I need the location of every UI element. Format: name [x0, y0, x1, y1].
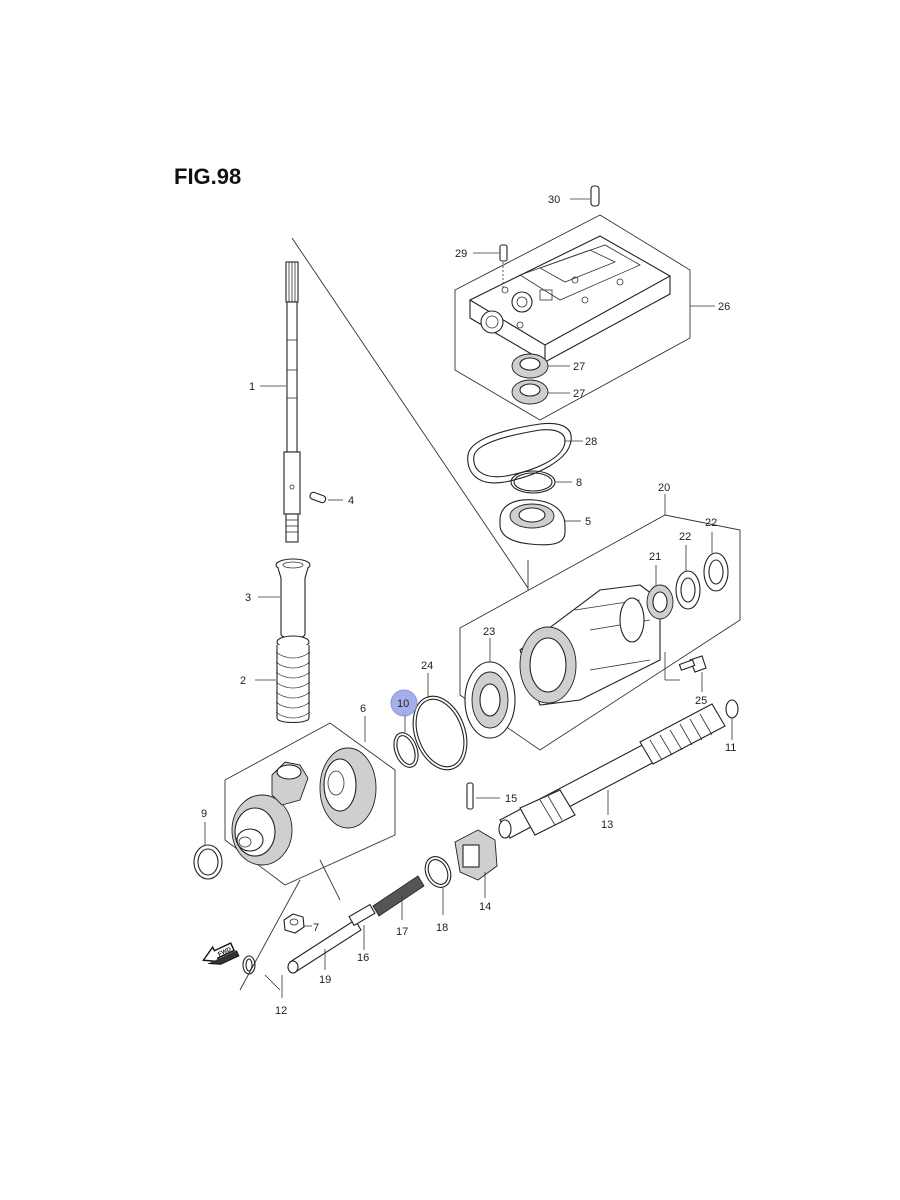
assembly-guide-lines: [239, 237, 529, 991]
callout-18: 18: [436, 922, 448, 934]
part-19-rod: [287, 919, 362, 974]
part-7-nut: [283, 913, 312, 934]
callout-20: 20: [658, 482, 670, 494]
callout-13: 13: [601, 819, 613, 831]
callout-22-left: 22: [679, 531, 691, 543]
callout-24: 24: [421, 660, 433, 672]
part-2-spring: [255, 635, 311, 724]
callout-5: 5: [585, 516, 591, 528]
callout-15: 15: [505, 793, 517, 805]
part-21-needle-bearing: [646, 565, 674, 620]
callout-3: 3: [245, 592, 251, 604]
part-9-shim: [193, 822, 223, 880]
fwd-arrow-label: FWD: [217, 947, 233, 958]
part-10-o-ring: [393, 712, 419, 768]
callout-12: 12: [275, 1005, 287, 1017]
callout-10: 10: [397, 698, 409, 710]
part-14-clutch: [454, 829, 498, 898]
part-22-seal-left: [675, 545, 701, 610]
callout-27-lower: 27: [573, 388, 585, 400]
callout-16: 16: [357, 952, 369, 964]
callout-23: 23: [483, 626, 495, 638]
callout-27-upper: 27: [573, 361, 585, 373]
part-30-pin: [570, 185, 600, 207]
callout-30: 30: [548, 194, 560, 206]
part-26-housing-group: [454, 214, 691, 421]
callout-22-right: 22: [705, 517, 717, 529]
callout-25: 25: [695, 695, 707, 707]
part-20-housing-group: [459, 494, 741, 751]
part-23-bearing: [464, 638, 516, 739]
part-29-pin: [473, 244, 508, 290]
callout-17: 17: [396, 926, 408, 938]
part-6-gear-group: [224, 716, 396, 886]
callout-28: 28: [585, 436, 597, 448]
part-15-pin: [466, 782, 500, 810]
part-25-bolt: [678, 655, 707, 692]
part-12-washer: [242, 955, 283, 998]
forward-arrow-icon: FWD: [202, 942, 240, 965]
callout-10-highlight[interactable]: [390, 689, 418, 717]
part-27-oil-seal-lower: [511, 379, 570, 405]
callout-26: 26: [718, 301, 730, 313]
callout-11: 11: [725, 742, 736, 754]
figure-title: FIG.98: [174, 164, 242, 189]
part-22-seal-right: [703, 532, 729, 592]
callout-labels: 30 29 26 27 27 28 8 5 20 22 22 21 23 24 …: [201, 194, 736, 1017]
callout-7: 7: [313, 922, 319, 934]
part-4-pin: [309, 491, 343, 504]
callout-2: 2: [240, 675, 246, 687]
callout-19: 19: [319, 974, 331, 986]
callout-1: 1: [249, 381, 255, 393]
part-24-o-ring: [412, 673, 468, 771]
part-28-gasket: [467, 422, 583, 484]
part-5-bearing: [499, 499, 581, 546]
part-18-ring: [424, 856, 452, 915]
part-1-drive-shaft: [260, 261, 301, 543]
part-8-o-ring: [510, 470, 572, 494]
callout-14: 14: [479, 901, 491, 913]
part-27-oil-seal-upper: [511, 353, 570, 379]
part-11-circlip: [725, 699, 739, 740]
callout-6: 6: [360, 703, 366, 715]
part-16-plunger: [348, 903, 376, 950]
part-13-propeller-shaft: [498, 703, 726, 839]
callout-8: 8: [576, 477, 582, 489]
callout-4: 4: [348, 495, 354, 507]
part-17-spring: [372, 875, 425, 920]
callout-9: 9: [201, 808, 207, 820]
part-3-sleeve: [258, 558, 311, 640]
callout-21: 21: [649, 551, 661, 563]
callout-29: 29: [455, 248, 467, 260]
